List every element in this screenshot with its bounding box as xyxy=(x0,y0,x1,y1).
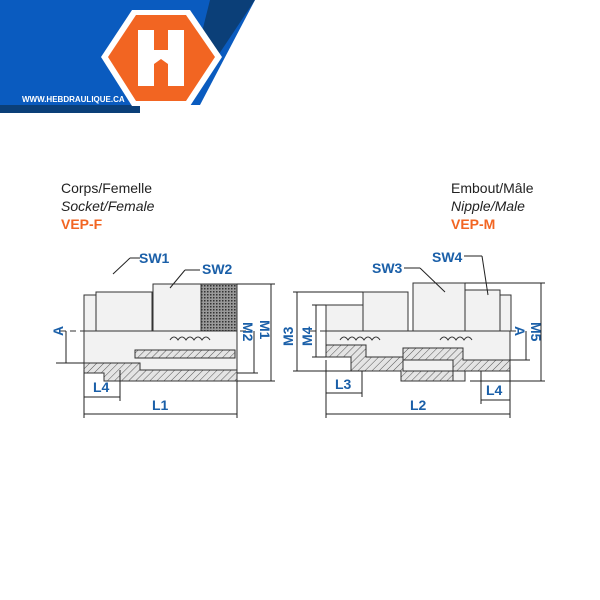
label-m1: M1 xyxy=(257,320,273,340)
nipple-title-fr: Embout/Mâle xyxy=(451,180,534,196)
knurled-sleeve xyxy=(200,283,238,332)
socket-title-fr: Corps/Femelle xyxy=(61,180,153,196)
header-underline xyxy=(0,105,140,113)
logo[interactable] xyxy=(101,10,222,106)
website-link[interactable]: WWW.HEBDRAULIQUE.CA xyxy=(22,95,125,104)
sw1-hex-nut xyxy=(95,291,153,333)
sw2-hex-nut xyxy=(152,283,202,332)
label-sw2: SW2 xyxy=(202,261,233,277)
nipple-code: VEP-M xyxy=(451,216,496,232)
socket-code: VEP-F xyxy=(61,216,103,232)
label-l2: L2 xyxy=(410,397,427,413)
label-m2: M2 xyxy=(240,322,256,342)
sw4-hex-nut xyxy=(464,289,501,332)
label-a-nipple: A xyxy=(512,326,528,336)
label-l1: L1 xyxy=(152,397,169,413)
nipple-title-en: Nipple/Male xyxy=(451,198,525,214)
label-sw4: SW4 xyxy=(432,249,463,265)
socket-drawing xyxy=(60,283,250,382)
label-sw3: SW3 xyxy=(372,260,403,276)
nipple-drawing xyxy=(310,282,520,382)
sw3-hex-nut xyxy=(412,282,466,332)
socket-dimensions xyxy=(56,257,275,418)
label-m4: M4 xyxy=(299,326,315,346)
brand-header: WWW.HEBDRAULIQUE.CA xyxy=(0,0,255,113)
label-a-socket: A xyxy=(50,326,66,336)
logo-h-icon xyxy=(138,30,184,86)
label-sw1: SW1 xyxy=(139,250,170,266)
label-l4-nipple: L4 xyxy=(486,382,503,398)
label-l4-socket: L4 xyxy=(93,379,110,395)
label-m5: M5 xyxy=(528,322,544,342)
label-m3: M3 xyxy=(280,326,296,346)
nipple-dimensions xyxy=(293,255,545,418)
label-l3: L3 xyxy=(335,376,352,392)
socket-title-en: Socket/Female xyxy=(61,198,155,214)
